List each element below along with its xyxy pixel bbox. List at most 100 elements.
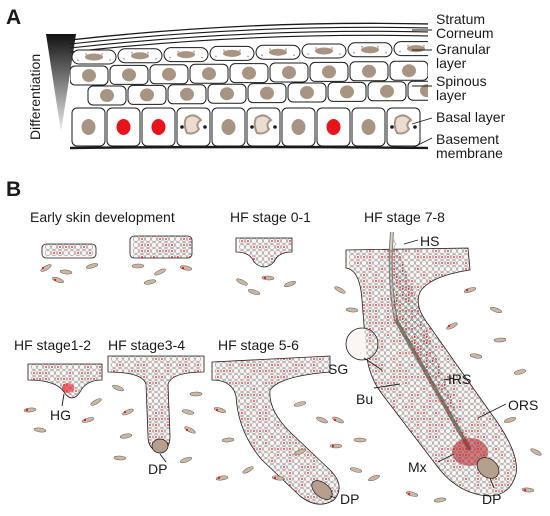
follicle-cell — [459, 292, 466, 298]
follicle-cell-nucleus — [271, 436, 273, 438]
follicle-cell — [251, 404, 257, 410]
follicle-cell — [399, 298, 406, 304]
follicle-cell — [435, 292, 442, 298]
follicle-cell — [429, 370, 436, 376]
follicle-cell-nucleus — [375, 484, 377, 486]
follicle-cell-nucleus — [411, 418, 413, 420]
follicle-cell-nucleus — [369, 340, 371, 342]
follicle-cell — [453, 298, 460, 304]
follicle-cell — [287, 446, 293, 452]
follicle-cell — [457, 332, 463, 338]
follicle-cell-nucleus — [307, 466, 309, 468]
follicle-cell — [317, 404, 323, 410]
follicle-cell — [499, 248, 505, 254]
follicle-cell-nucleus — [453, 292, 455, 294]
follicle-cell-nucleus — [375, 358, 377, 360]
follicle-cell — [463, 398, 469, 404]
follicle-cell-nucleus — [455, 330, 458, 332]
follicle-cell — [385, 368, 391, 374]
follicle-cell — [475, 278, 481, 284]
follicle-cell — [215, 494, 221, 500]
follicle-cell — [379, 290, 385, 296]
follicle-cell — [487, 362, 493, 368]
follicle-cell-nucleus — [425, 342, 428, 344]
follicle-cell-nucleus — [411, 478, 413, 480]
follicle-cell — [135, 404, 141, 410]
follicle-cell — [275, 244, 281, 250]
follicle-cell-nucleus — [399, 364, 401, 366]
follicle-cell-nucleus — [155, 418, 157, 420]
follicle-cell — [463, 464, 469, 470]
follicle-cell — [171, 392, 177, 398]
follicle-cell-nucleus — [137, 364, 139, 366]
follicle-cell — [451, 470, 457, 476]
follicle-cell — [195, 410, 201, 416]
follicle-cell — [373, 320, 379, 326]
follicle-cell — [135, 368, 141, 374]
follicle-cell — [257, 380, 263, 386]
follicle-cell — [239, 482, 245, 488]
follicle-cell — [405, 292, 412, 298]
follicle-cell — [439, 398, 445, 404]
follicle-cell — [269, 256, 275, 262]
follicle-cell-nucleus — [313, 370, 315, 372]
mesenchymal-cell — [513, 369, 527, 375]
follicle-cell — [123, 374, 129, 380]
keratohyalin-granule — [361, 45, 363, 48]
follicle-cell — [391, 416, 397, 422]
follicle-cell — [415, 278, 421, 284]
follicle-cell — [475, 314, 481, 320]
follicle-cell-nucleus — [459, 454, 461, 456]
follicle-cell — [73, 382, 79, 388]
follicle-cell-nucleus — [241, 418, 243, 420]
follicle-cell-nucleus — [467, 240, 470, 242]
follicle-cell — [69, 244, 75, 250]
follicle-cell-nucleus — [459, 382, 461, 384]
label-hg: HG — [50, 407, 71, 423]
follicle-cell — [457, 260, 463, 266]
follicle-cell — [397, 374, 403, 380]
follicle-cell — [317, 440, 323, 446]
follicle-cell — [423, 286, 430, 292]
follicle-cell — [445, 356, 451, 362]
follicle-cell — [349, 260, 355, 266]
follicle-cell — [215, 374, 221, 380]
follicle-cell — [335, 452, 340, 458]
follicle-cell — [141, 434, 147, 440]
follicle-cell — [257, 458, 263, 464]
follicle-cell — [429, 304, 436, 310]
follicle-cell — [281, 470, 287, 476]
follicle-cell-nucleus — [235, 442, 237, 444]
follicle-cell — [317, 374, 323, 380]
follicle-cell — [147, 368, 153, 374]
follicle-cell — [439, 266, 445, 272]
follicle-cell-nucleus — [435, 394, 437, 396]
follicle-cell — [233, 422, 239, 428]
follicle-cell-nucleus — [93, 378, 95, 380]
follicle-cell-nucleus — [337, 496, 339, 498]
follicle-cell — [305, 380, 311, 386]
follicle-cell — [409, 266, 415, 272]
follicle-cell-nucleus — [441, 454, 443, 456]
follicle-cell — [499, 302, 505, 308]
follicle-cell — [481, 350, 487, 356]
follicle-cell — [439, 362, 445, 368]
follicle-cell-nucleus — [217, 370, 219, 372]
spinous-nucleus — [82, 69, 96, 82]
follicle-cell — [493, 284, 499, 290]
mesenchymal-cell — [247, 289, 261, 295]
follicle-cell-nucleus — [363, 418, 365, 420]
follicle-cell-nucleus — [357, 478, 359, 480]
follicle-cell — [409, 362, 415, 368]
follicle-cell — [417, 322, 424, 328]
follicle-cell — [415, 482, 421, 488]
label-spinous: Spinous — [436, 73, 487, 89]
follicle-cell — [349, 320, 355, 326]
follicle-cell — [463, 344, 469, 350]
mesenchymal-nucleus — [123, 410, 127, 414]
follicle-cell — [511, 470, 517, 476]
follicle-cell — [239, 262, 245, 267]
follicle-cell — [429, 352, 436, 358]
follicle-cell-nucleus — [265, 382, 267, 384]
follicle-cell — [281, 440, 287, 446]
